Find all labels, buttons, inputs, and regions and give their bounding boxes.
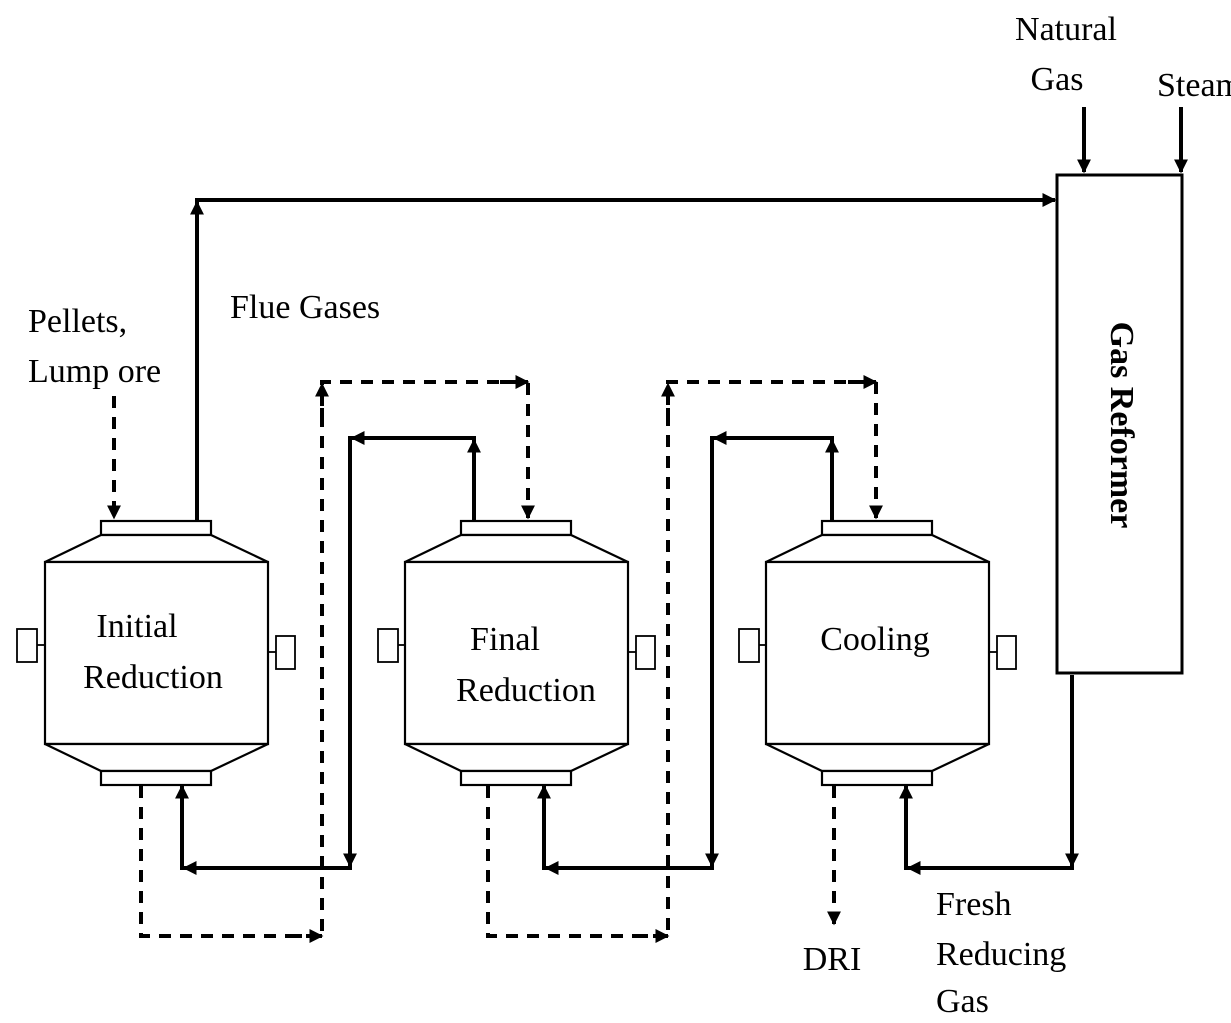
fresh-gas-label-line2: Reducing: [936, 936, 1066, 973]
solids-flow-2-to-3: [486, 380, 883, 938]
flue-gas-line: [195, 193, 1057, 520]
natural-gas-label-line1: Natural: [1015, 11, 1117, 48]
gas-reformer-box: [1055, 173, 1184, 675]
natural-gas-label-line2: Gas: [1031, 61, 1084, 98]
vessel-label-cooling: Cooling: [820, 621, 930, 658]
feed-label-line1: Pellets,: [28, 303, 127, 340]
dri-label: DRI: [803, 941, 862, 978]
steam-label: Steam: [1157, 67, 1231, 104]
vessel-label-final-line1: Final: [470, 621, 540, 658]
feed-label-line2: Lump ore: [28, 353, 161, 390]
flue-gases-label: Flue Gases: [230, 289, 380, 326]
fresh-gas-label-line1: Fresh: [936, 886, 1012, 923]
vessel-label-initial-line2: Reduction: [83, 659, 223, 696]
vessel-label-initial-line1: Initial: [96, 608, 177, 645]
fresh-gas-line: [899, 675, 1074, 870]
solids-flow-1-to-2: [139, 380, 535, 938]
fresh-gas-label-line3: Gas: [936, 983, 989, 1020]
vessel-final-reduction: Final Reduction: [377, 519, 656, 787]
vessel-label-final-line2: Reduction: [456, 672, 596, 709]
vessel-initial-reduction: Initial Reduction: [16, 519, 296, 787]
gas-reformer-label: Gas Reformer: [1103, 322, 1140, 529]
vessel-cooling: Cooling: [738, 519, 1017, 787]
